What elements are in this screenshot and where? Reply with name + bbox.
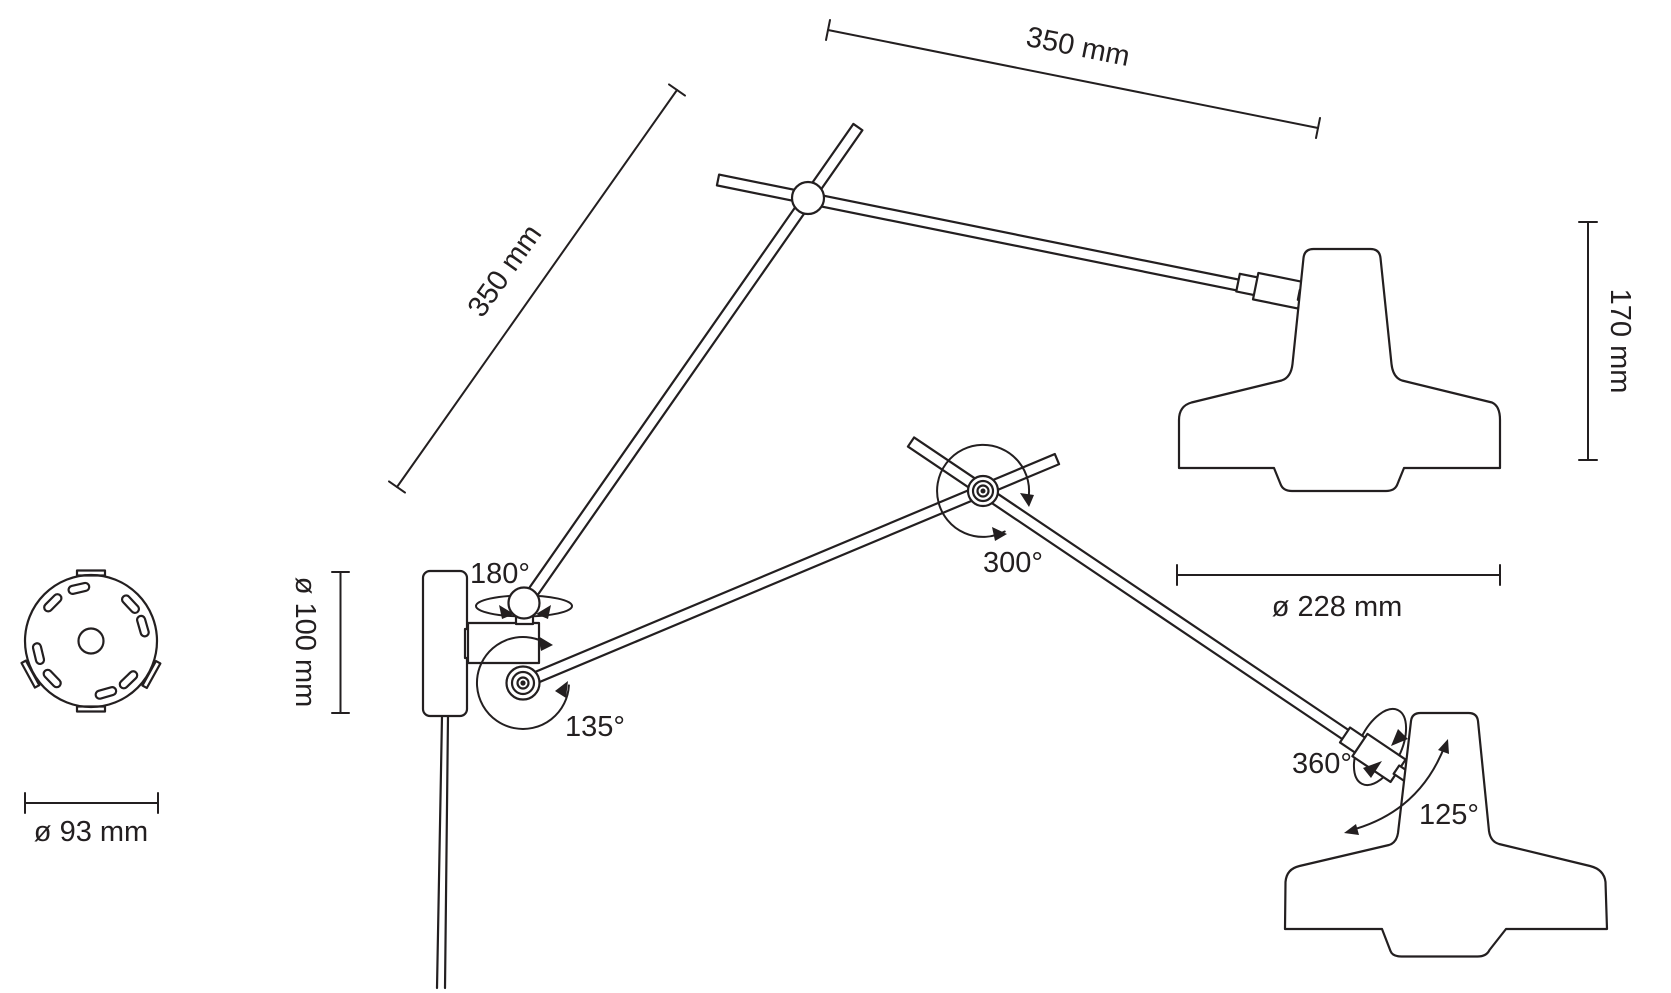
swivel-180-label: 180° (470, 558, 530, 590)
swing-135-arrow-top (538, 636, 553, 651)
base-plate-rim (23, 573, 159, 709)
dim-base-plate-diameter: ø 93 mm (24, 792, 159, 848)
lamp-head-extended (1283, 711, 1609, 958)
base-plate-front-view (20, 569, 162, 713)
swing-135-arrow-bottom (555, 681, 568, 698)
rotation-300-label: 300° (983, 547, 1043, 579)
base-plate-rim-tabs (20, 569, 162, 713)
base-plate-center-hole (77, 627, 105, 655)
dim-head-height: 170 mm (1578, 221, 1636, 461)
bracket-housing (466, 621, 541, 665)
rotation-300-indicator: 300° (936, 443, 1043, 579)
wall-disc-joint (505, 665, 541, 701)
swing-135-indicator: 135° (475, 635, 625, 743)
dim-wall-bracket-height: ø 100 mm (289, 571, 350, 714)
spin-360-label: 360° (1292, 748, 1352, 780)
tilt-125-label: 125° (1419, 799, 1479, 831)
center-disc-joint (966, 474, 1000, 508)
wall-mount (421, 569, 541, 990)
shade-diameter-label: ø 228 mm (1272, 591, 1403, 623)
diagonal-arm-length-label: 350 mm (462, 219, 549, 323)
swivel-180-indicator: 180° (470, 558, 551, 619)
dim-top-arm: 350 mm (825, 19, 1321, 139)
wall-plate (421, 569, 469, 718)
elbow-ball-joint (790, 180, 826, 216)
wall-ball-joint (507, 586, 541, 620)
head-height-label: 170 mm (1604, 289, 1636, 394)
rotation-300-arrow-right (1020, 493, 1034, 507)
spin-360-indicator: 360° (1292, 729, 1408, 780)
arm-segments (518, 122, 1357, 745)
lamp-head-raised (1177, 247, 1502, 493)
top-arm-length-label: 350 mm (1023, 21, 1132, 73)
base-plate-diameter-label: ø 93 mm (34, 816, 148, 848)
dim-shade-diameter: ø 228 mm (1176, 564, 1501, 623)
tilt-125-indicator: 125° (1344, 739, 1479, 835)
wall-bracket-height-label: ø 100 mm (289, 577, 321, 708)
tilt-125-arrow-left (1344, 824, 1359, 835)
spin-360-arrow-bottom (1363, 761, 1382, 778)
swivel-180-arrow-right (536, 605, 551, 619)
spin-360-arrow-top (1391, 729, 1408, 746)
rotation-300-arrow-bottom (992, 527, 1007, 541)
swivel-180-arrow-left (499, 605, 514, 619)
swing-135-label: 135° (565, 711, 625, 743)
base-plate-slots (31, 581, 150, 700)
power-cable (435, 714, 444, 990)
tilt-125-arrow-top (1438, 739, 1449, 754)
